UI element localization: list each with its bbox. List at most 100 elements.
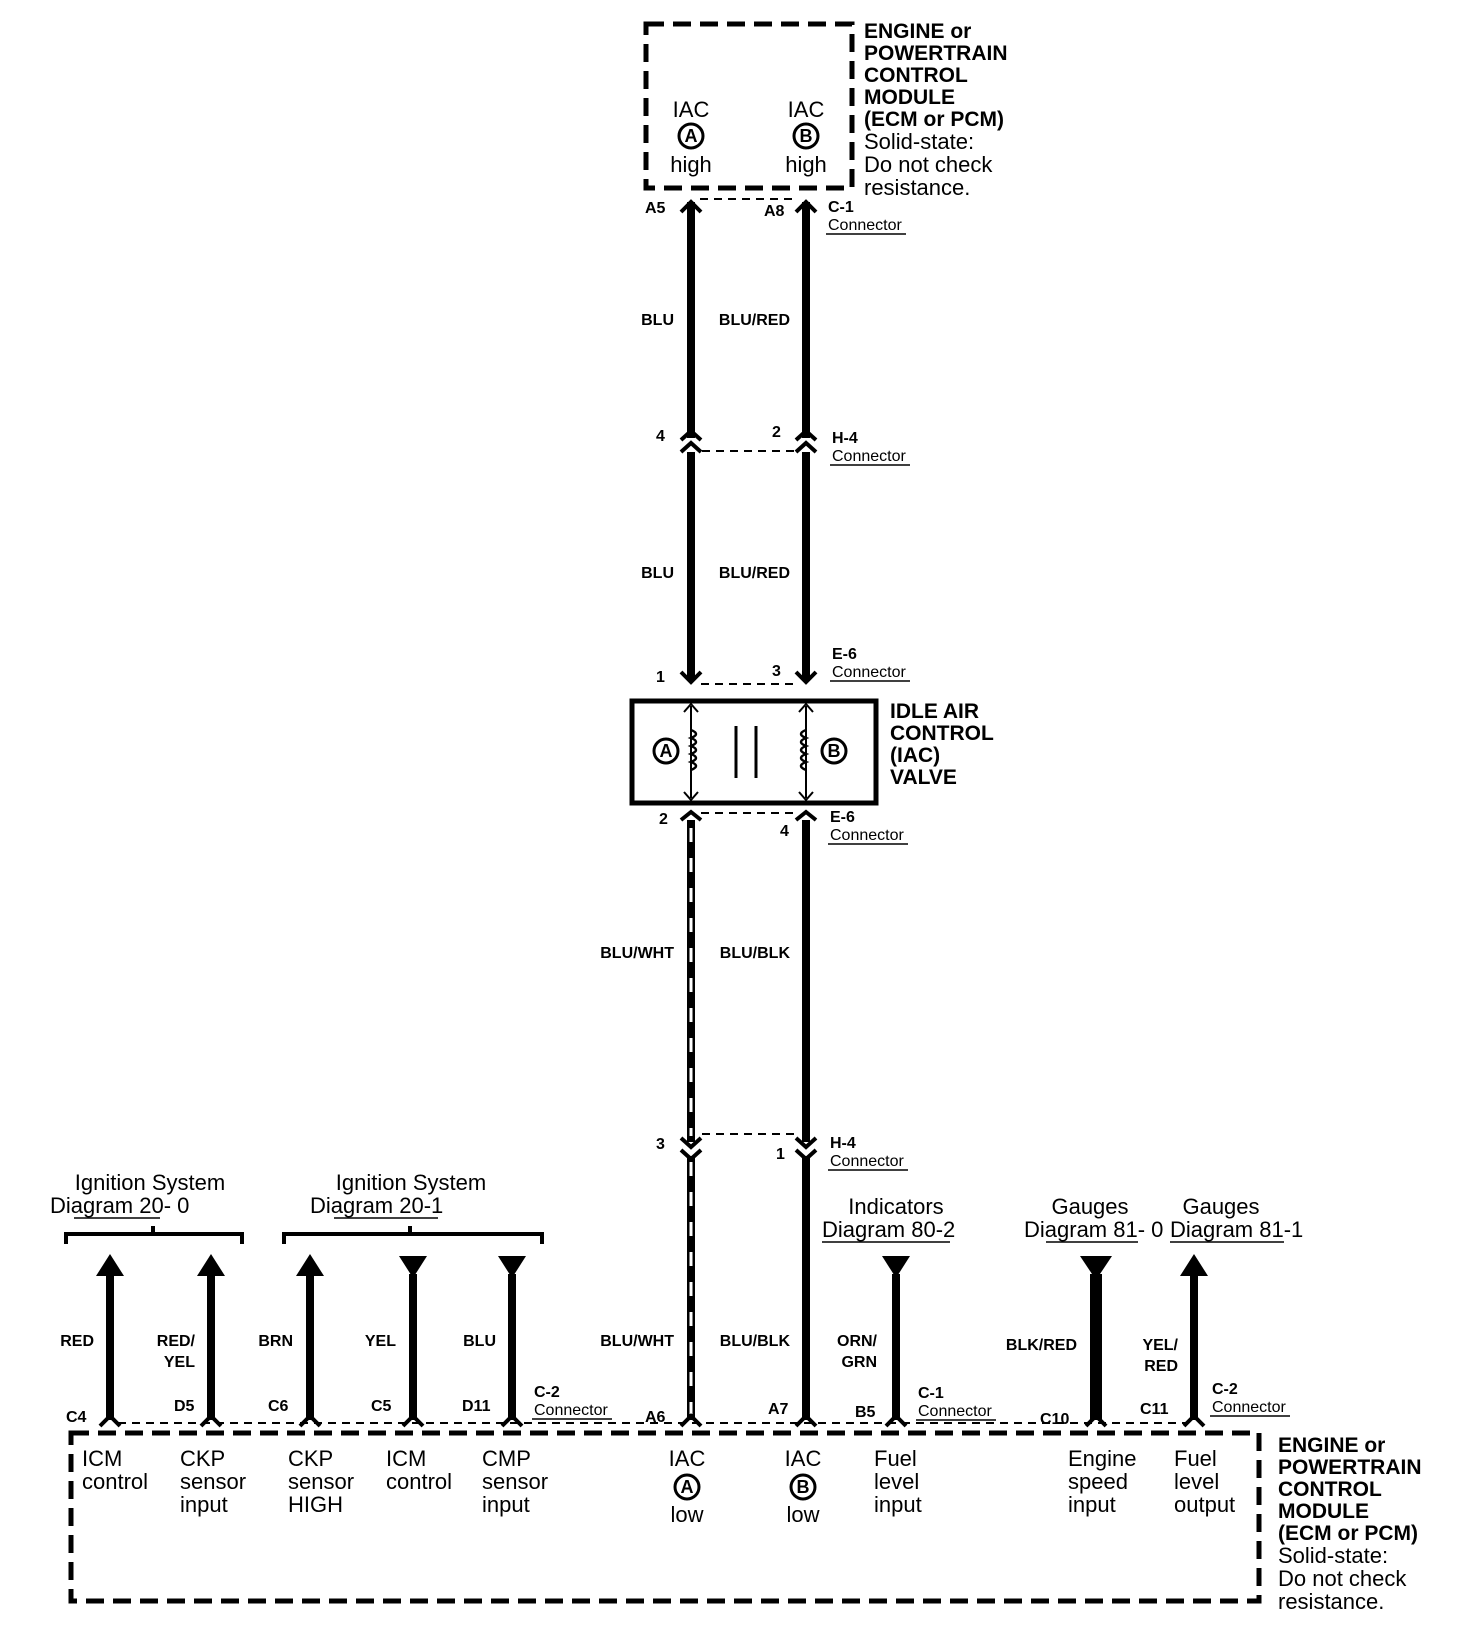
bottom-iac-b-label: IAC: [785, 1446, 822, 1471]
iac-valve-title-line-4: VALVE: [890, 766, 957, 789]
function-d5: CKP sensor input: [180, 1446, 246, 1517]
e6-top-pin-a: 1: [656, 669, 665, 686]
top-iac-b-letter: B: [800, 126, 813, 146]
bottom-module-title-line-2: POWERTRAIN: [1278, 1456, 1422, 1479]
circuit-d5: RED/ YEL D5: [157, 1254, 225, 1428]
function-c6-line-2: sensor: [288, 1469, 354, 1494]
function-b5-line-1: Fuel: [874, 1446, 917, 1471]
function-c5: ICM control: [386, 1446, 452, 1494]
bottom-module-title-line-5: (ECM or PCM): [1278, 1522, 1418, 1545]
wire-seg4-a-color: BLU/WHT: [600, 1333, 674, 1350]
bottom-iac-a-terminal: IAC A low: [669, 1446, 706, 1527]
circuit-c5-wire: YEL: [365, 1333, 396, 1350]
circuit-d5-wire-line-2: YEL: [164, 1354, 195, 1371]
function-c10: Engine speed input: [1068, 1446, 1137, 1517]
circuit-c10: BLK/RED C10: [1006, 1256, 1112, 1428]
top-iac-b-label: IAC: [788, 97, 825, 122]
wire-seg4-b-color: BLU/BLK: [720, 1333, 791, 1350]
top-module-note-line-3: resistance.: [864, 175, 970, 200]
function-c5-line-2: control: [386, 1469, 452, 1494]
arrow-up-icon: [296, 1254, 324, 1276]
arrow-down-icon: [1080, 1256, 1112, 1280]
circuit-c4-pin: C4: [66, 1409, 87, 1426]
top-module-title-line-5: (ECM or PCM): [864, 108, 1004, 131]
circuit-c6: BRN C6: [258, 1254, 324, 1428]
e6-bot-pin-b: 4: [780, 823, 789, 840]
function-c10-line-1: Engine: [1068, 1446, 1137, 1471]
function-c6-line-3: HIGH: [288, 1492, 343, 1517]
ref-indicators-title: Indicators: [848, 1194, 943, 1219]
circuit-d11-wire: BLU: [463, 1333, 496, 1350]
e6-top-pin-b: 3: [772, 663, 781, 680]
top-module-title: ENGINE or POWERTRAIN CONTROL MODULE (ECM…: [864, 20, 1008, 200]
iac-valve-title-line-2: CONTROL: [890, 722, 994, 745]
function-c4: ICM control: [82, 1446, 148, 1494]
function-d11-line-2: sensor: [482, 1469, 548, 1494]
ref-ignition-20-0-diagram: Diagram 20- 0: [50, 1193, 189, 1218]
top-iac-b-circle: [792, 122, 820, 150]
ref-gauges-81-0: Gauges Diagram 81- 0: [1024, 1194, 1163, 1243]
iac-valve-title: IDLE AIR CONTROL (IAC) VALVE: [890, 700, 994, 789]
e6-top-label: Connector: [832, 664, 906, 681]
circuit-c5: YEL C5: [365, 1256, 427, 1428]
e6-bot-pin-a: 2: [659, 811, 668, 828]
top-iac-b-terminal: IAC B high: [785, 97, 827, 177]
bottom-module-box: [68, 1430, 1262, 1604]
top-iac-a-letter: A: [685, 126, 698, 146]
circuit-c11-pin: C11: [1140, 1401, 1169, 1418]
circuit-c4-wire: RED: [60, 1333, 94, 1350]
ref-gauges-0-diagram: Diagram 81- 0: [1024, 1217, 1163, 1242]
ref-gauges-0-title: Gauges: [1051, 1194, 1128, 1219]
bottom-module-note-line-3: resistance.: [1278, 1589, 1384, 1614]
c2-left-name: C-2: [534, 1384, 560, 1401]
function-b5: Fuel level input: [874, 1446, 922, 1517]
function-d5-line-2: sensor: [180, 1469, 246, 1494]
e6-bot-name: E-6: [830, 809, 855, 826]
wire-seg2-a-color: BLU: [641, 565, 674, 582]
function-c6: CKP sensor HIGH: [288, 1446, 354, 1517]
bottom-iac-b-terminal: IAC B low: [785, 1446, 822, 1527]
c2-left-label: Connector: [534, 1402, 608, 1419]
wire-seg1-b-color: BLU/RED: [719, 312, 790, 329]
top-module-note-line-2: Do not check: [864, 152, 993, 177]
top-module-title-line-3: CONTROL: [864, 64, 968, 87]
c1-top-pin-a: A5: [645, 200, 666, 217]
wire-seg3-a-color: BLU/WHT: [600, 945, 674, 962]
circuit-b5-wire-line-2: GRN: [841, 1354, 877, 1371]
bottom-iac-a-circle: [673, 1473, 701, 1501]
function-b5-line-2: level: [874, 1469, 919, 1494]
circuit-c4: RED C4: [60, 1254, 124, 1428]
circuit-c5-pin: C5: [371, 1398, 392, 1415]
function-b5-line-3: input: [874, 1492, 922, 1517]
h4-bot-label: Connector: [830, 1153, 904, 1170]
ref-ignition-20-0-title: Ignition System: [75, 1170, 225, 1195]
circuit-c10-wire: BLK/RED: [1006, 1337, 1077, 1354]
ref-indicators-diagram: Diagram 80-2: [822, 1217, 955, 1242]
bottom-iac-b-low: low: [786, 1502, 819, 1527]
ref-indicators-80-2: Indicators Diagram 80-2: [822, 1194, 955, 1243]
bottom-module-title: ENGINE or POWERTRAIN CONTROL MODULE (ECM…: [1278, 1434, 1422, 1614]
c1-bottom-label: Connector: [918, 1403, 992, 1420]
bottom-iac-b-pin: A7: [768, 1401, 789, 1418]
bottom-iac-b-circle: [789, 1473, 817, 1501]
iac-valve-b-letter: B: [828, 741, 841, 761]
connector-e6-top: 1 3 E-6 Connector: [656, 646, 910, 686]
c2-right-label: Connector: [1212, 1399, 1286, 1416]
arrow-up-icon: [1180, 1254, 1208, 1276]
arrow-up-icon: [197, 1254, 225, 1276]
wire-seg3-b-color: BLU/BLK: [720, 945, 791, 962]
bottom-module-note-line-2: Do not check: [1278, 1566, 1407, 1591]
circuit-d5-pin: D5: [174, 1398, 195, 1415]
e6-bot-label: Connector: [830, 827, 904, 844]
bottom-iac-b-letter: B: [797, 1477, 810, 1497]
top-iac-a-label: IAC: [673, 97, 710, 122]
arrow-down-icon: [399, 1256, 427, 1278]
iac-coil-b: [799, 728, 810, 772]
top-iac-b-high: high: [785, 152, 827, 177]
bottom-module-title-line-4: MODULE: [1278, 1500, 1369, 1523]
circuit-b5-pin: B5: [855, 1404, 876, 1421]
connector-h4-top: 4 2 H-4 Connector: [656, 424, 910, 466]
h4-top-pin-b: 2: [772, 424, 781, 441]
top-module-title-line-2: POWERTRAIN: [864, 42, 1008, 65]
